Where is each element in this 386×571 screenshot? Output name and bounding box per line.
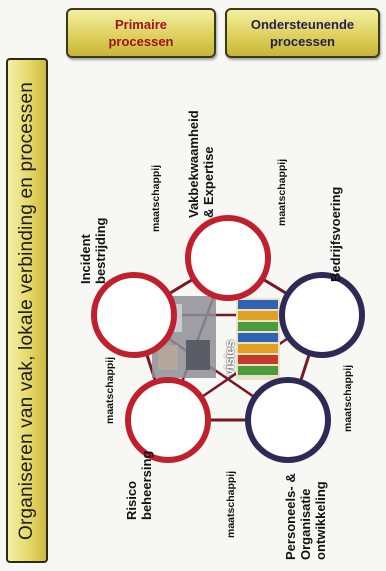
edge-label-bottom: maatschappij (225, 470, 237, 538)
edge-label-left: maatschappij (104, 356, 116, 424)
node-label-risico: Risico beheersing (124, 450, 154, 520)
side-banner: Organiseren van vak, lokale verbinding e… (6, 58, 48, 563)
node-label-personeel: Personeels- & Organisatie ontwikkeling (283, 473, 328, 560)
node-label-incident: Incident bestrijding (78, 217, 108, 284)
node-circle-personeel (245, 377, 331, 463)
legend-supporting-label: Ondersteunende processen (250, 17, 355, 49)
node-label-bedrijfsvoering: Bedrijfsvoering (328, 186, 343, 282)
node-circle-vakbekwaamheid (185, 215, 271, 301)
node-label-vakbekwaamheid: Vakbekwaamheid & Expertise (186, 110, 216, 218)
center-label: visies (222, 339, 237, 376)
edge-label-top-left: maatschappij (150, 164, 162, 232)
edge-label-top-right: maatschappij (276, 158, 288, 226)
node-circle-incident (91, 272, 177, 358)
bar-chart-image (236, 298, 280, 380)
node-circle-bedrijfsvoering (279, 272, 365, 358)
legend-primary-processes: Primaire processen (66, 8, 216, 58)
edge-label-right: maatschappij (342, 364, 354, 432)
legend-primary-label: Primaire processen (108, 17, 174, 49)
legend-supporting-processes: Ondersteunende processen (225, 8, 380, 58)
node-circle-risico (125, 377, 211, 463)
